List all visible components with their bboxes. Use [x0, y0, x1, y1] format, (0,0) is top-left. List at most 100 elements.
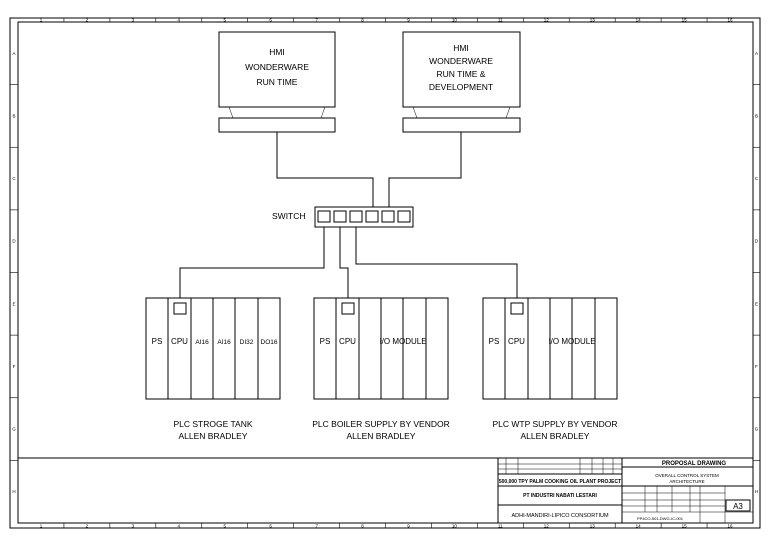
column-number: 10 [452, 524, 458, 529]
column-number: 3 [132, 18, 135, 23]
project-name: 500,000 TPY PALM COOKING OIL PLANT PROJE… [499, 479, 621, 485]
switch-port [381, 210, 395, 223]
switch-port [349, 210, 363, 223]
row-letter: H [12, 489, 15, 494]
monitor-stand [320, 106, 326, 119]
column-number: 9 [407, 524, 410, 529]
monitor-stand [505, 106, 511, 119]
column-number: 15 [682, 18, 688, 23]
column-number: 6 [269, 18, 272, 23]
drawing-title-line: ARCHITECTURE [669, 479, 704, 484]
plc-storage-tank: PS CPU AI16 AI16 DI32 DO16 PLC STROGE TA… [145, 297, 281, 441]
plc-caption-line: ALLEN BRADLEY [521, 431, 590, 441]
row-letter: A [12, 51, 15, 56]
monitor-stand [412, 106, 418, 119]
hmi-label-line: WONDERWARE [245, 62, 309, 72]
column-numbers: 1122334455667788991010111112121313141415… [40, 18, 733, 529]
switch-port [397, 210, 411, 223]
column-number: 2 [86, 524, 89, 529]
monitor-stand [228, 106, 234, 119]
plc-caption-line: PLC BOILER SUPPLY BY VENDOR [312, 419, 449, 429]
network-cables [179, 132, 518, 303]
column-number: 8 [361, 18, 364, 23]
hmi-label-line: WONDERWARE [429, 56, 493, 66]
proposal-label: PROPOSAL DRAWING [662, 461, 727, 467]
hmi-keyboard [218, 117, 336, 133]
column-number: 15 [682, 524, 688, 529]
module-label: AI16 [217, 339, 231, 346]
module-label: DI32 [240, 339, 254, 346]
hmi-label-line: DEVELOPMENT [429, 82, 493, 92]
cable-hmi2-switch [388, 132, 462, 210]
border-ticks [10, 18, 760, 528]
drawing-title-line: OVERALL CONTROL SYSTEM [655, 473, 719, 478]
cable-hmi1-switch [276, 132, 374, 210]
cpu-network-port [173, 302, 187, 315]
switch-label: SWITCH [272, 211, 306, 221]
plc-wtp: PS CPU I/O MODULE PLC WTP SUPPLY BY VEND… [482, 297, 618, 441]
hmi-monitor [218, 31, 336, 108]
row-letter: B [755, 113, 758, 118]
plc-caption-line: PLC STROGE TANK [173, 419, 252, 429]
cpu-network-port [341, 302, 355, 315]
module-label: CPU [508, 337, 525, 346]
plc-caption-line: PLC WTP SUPPLY BY VENDOR [492, 419, 617, 429]
row-letter: C [12, 176, 16, 181]
column-number: 16 [728, 524, 734, 529]
hmi-label-line: RUN TIME & [437, 69, 486, 79]
row-letter: B [12, 113, 15, 118]
row-letter: E [12, 301, 15, 306]
module-label: CPU [171, 337, 188, 346]
column-number: 12 [544, 524, 550, 529]
column-number: 5 [223, 18, 226, 23]
row-letter: A [755, 51, 758, 56]
column-number: 6 [269, 524, 272, 529]
column-number: 9 [407, 18, 410, 23]
row-letter: G [755, 427, 759, 432]
row-letter: F [755, 364, 758, 369]
module-label: PS [320, 337, 331, 346]
drawing-number: PP4CO-501-DWG-IC-001 [637, 516, 684, 521]
column-number: 16 [728, 18, 734, 23]
column-number: 11 [498, 524, 503, 529]
row-letter: C [755, 176, 759, 181]
hmi-label-line: RUN TIME [257, 77, 298, 87]
column-number: 1 [40, 18, 43, 23]
column-number: 13 [590, 524, 596, 529]
module-label: PS [489, 337, 500, 346]
column-number: 7 [315, 18, 318, 23]
cable-switch-plc1 [179, 222, 325, 303]
title-block: 500,000 TPY PALM COOKING OIL PLANT PROJE… [18, 457, 754, 524]
plc-boiler: PS CPU I/O MODULE PLC BOILER SUPPLY BY V… [312, 297, 450, 441]
column-number: 5 [223, 524, 226, 529]
row-letter: H [755, 489, 758, 494]
column-number: 14 [636, 524, 642, 529]
hmi-runtime-station: HMI WONDERWARE RUN TIME [218, 31, 336, 133]
column-number: 2 [86, 18, 89, 23]
sheet-size-box [725, 499, 751, 512]
module-label: DO16 [261, 339, 278, 346]
plc-caption-line: ALLEN BRADLEY [347, 431, 416, 441]
hmi-development-station: HMI WONDERWARE RUN TIME & DEVELOPMENT [402, 31, 521, 133]
revision-table [498, 458, 622, 474]
switch-port [333, 210, 347, 223]
module-label: I/O MODULE [548, 337, 595, 346]
network-switch: SWITCH [272, 206, 414, 228]
cable-switch-plc2 [339, 222, 349, 303]
client-name: PT INDUSTRI NABATI LESTARI [523, 493, 597, 499]
row-letter: F [13, 364, 16, 369]
plc-caption-line: ALLEN BRADLEY [179, 431, 248, 441]
consortium-name: ADHI-MANDIRI-LIPICO CONSORTIUM [511, 513, 608, 519]
row-letter: D [12, 239, 16, 244]
module-label: CPU [339, 337, 356, 346]
switch-port [365, 210, 379, 223]
module-label: PS [152, 337, 163, 346]
column-number: 1 [40, 524, 43, 529]
cpu-network-port [510, 302, 524, 315]
column-number: 8 [361, 524, 364, 529]
column-number: 7 [315, 524, 318, 529]
column-number: 4 [178, 524, 181, 529]
column-number: 14 [636, 18, 642, 23]
